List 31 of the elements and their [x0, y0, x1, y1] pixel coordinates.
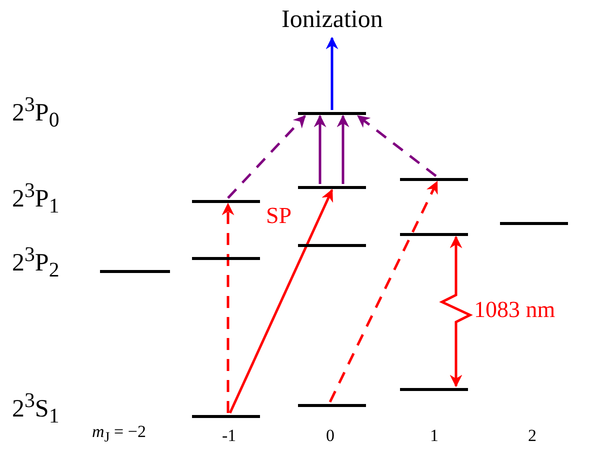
quantum-number-label: 1: [430, 426, 438, 446]
energy-level-line: [298, 112, 366, 115]
arrow: [227, 115, 306, 199]
quantum-number-label: m$_{J}$ = −2: [92, 422, 146, 446]
energy-level-line: [400, 178, 468, 181]
energy-level-line: [192, 200, 260, 203]
energy-level-line: [298, 404, 366, 407]
arrow: [336, 114, 350, 184]
level-label: 2$^{3}$S$_{1}$: [12, 388, 60, 428]
energy-level-line: [298, 186, 366, 189]
arrow: [357, 115, 437, 177]
level-label: 2$^{3}$P$_{1}$: [12, 178, 60, 218]
energy-level-line: [192, 257, 260, 260]
arrow: [222, 202, 234, 413]
ionization-label: Ionization: [282, 6, 383, 34]
arrow: [326, 36, 338, 110]
quantum-number-label: 0: [326, 426, 334, 446]
energy-level-line: [400, 233, 468, 236]
arrow: [328, 180, 438, 403]
quantum-number-label: 2: [528, 426, 536, 446]
energy-level-line: [100, 270, 170, 273]
level-label: 2$^{3}$P$_{2}$: [12, 242, 60, 282]
arrow: [439, 236, 473, 388]
energy-level-line: [400, 388, 468, 391]
arrow: [314, 114, 326, 184]
energy-level-line: [192, 415, 260, 418]
energy-level-line: [298, 244, 366, 247]
energy-level-line: [500, 222, 568, 225]
arrow: [228, 188, 334, 414]
quantum-number-label: -1: [222, 426, 236, 446]
level-label: 2$^{3}$P$_{0}$: [12, 92, 60, 132]
